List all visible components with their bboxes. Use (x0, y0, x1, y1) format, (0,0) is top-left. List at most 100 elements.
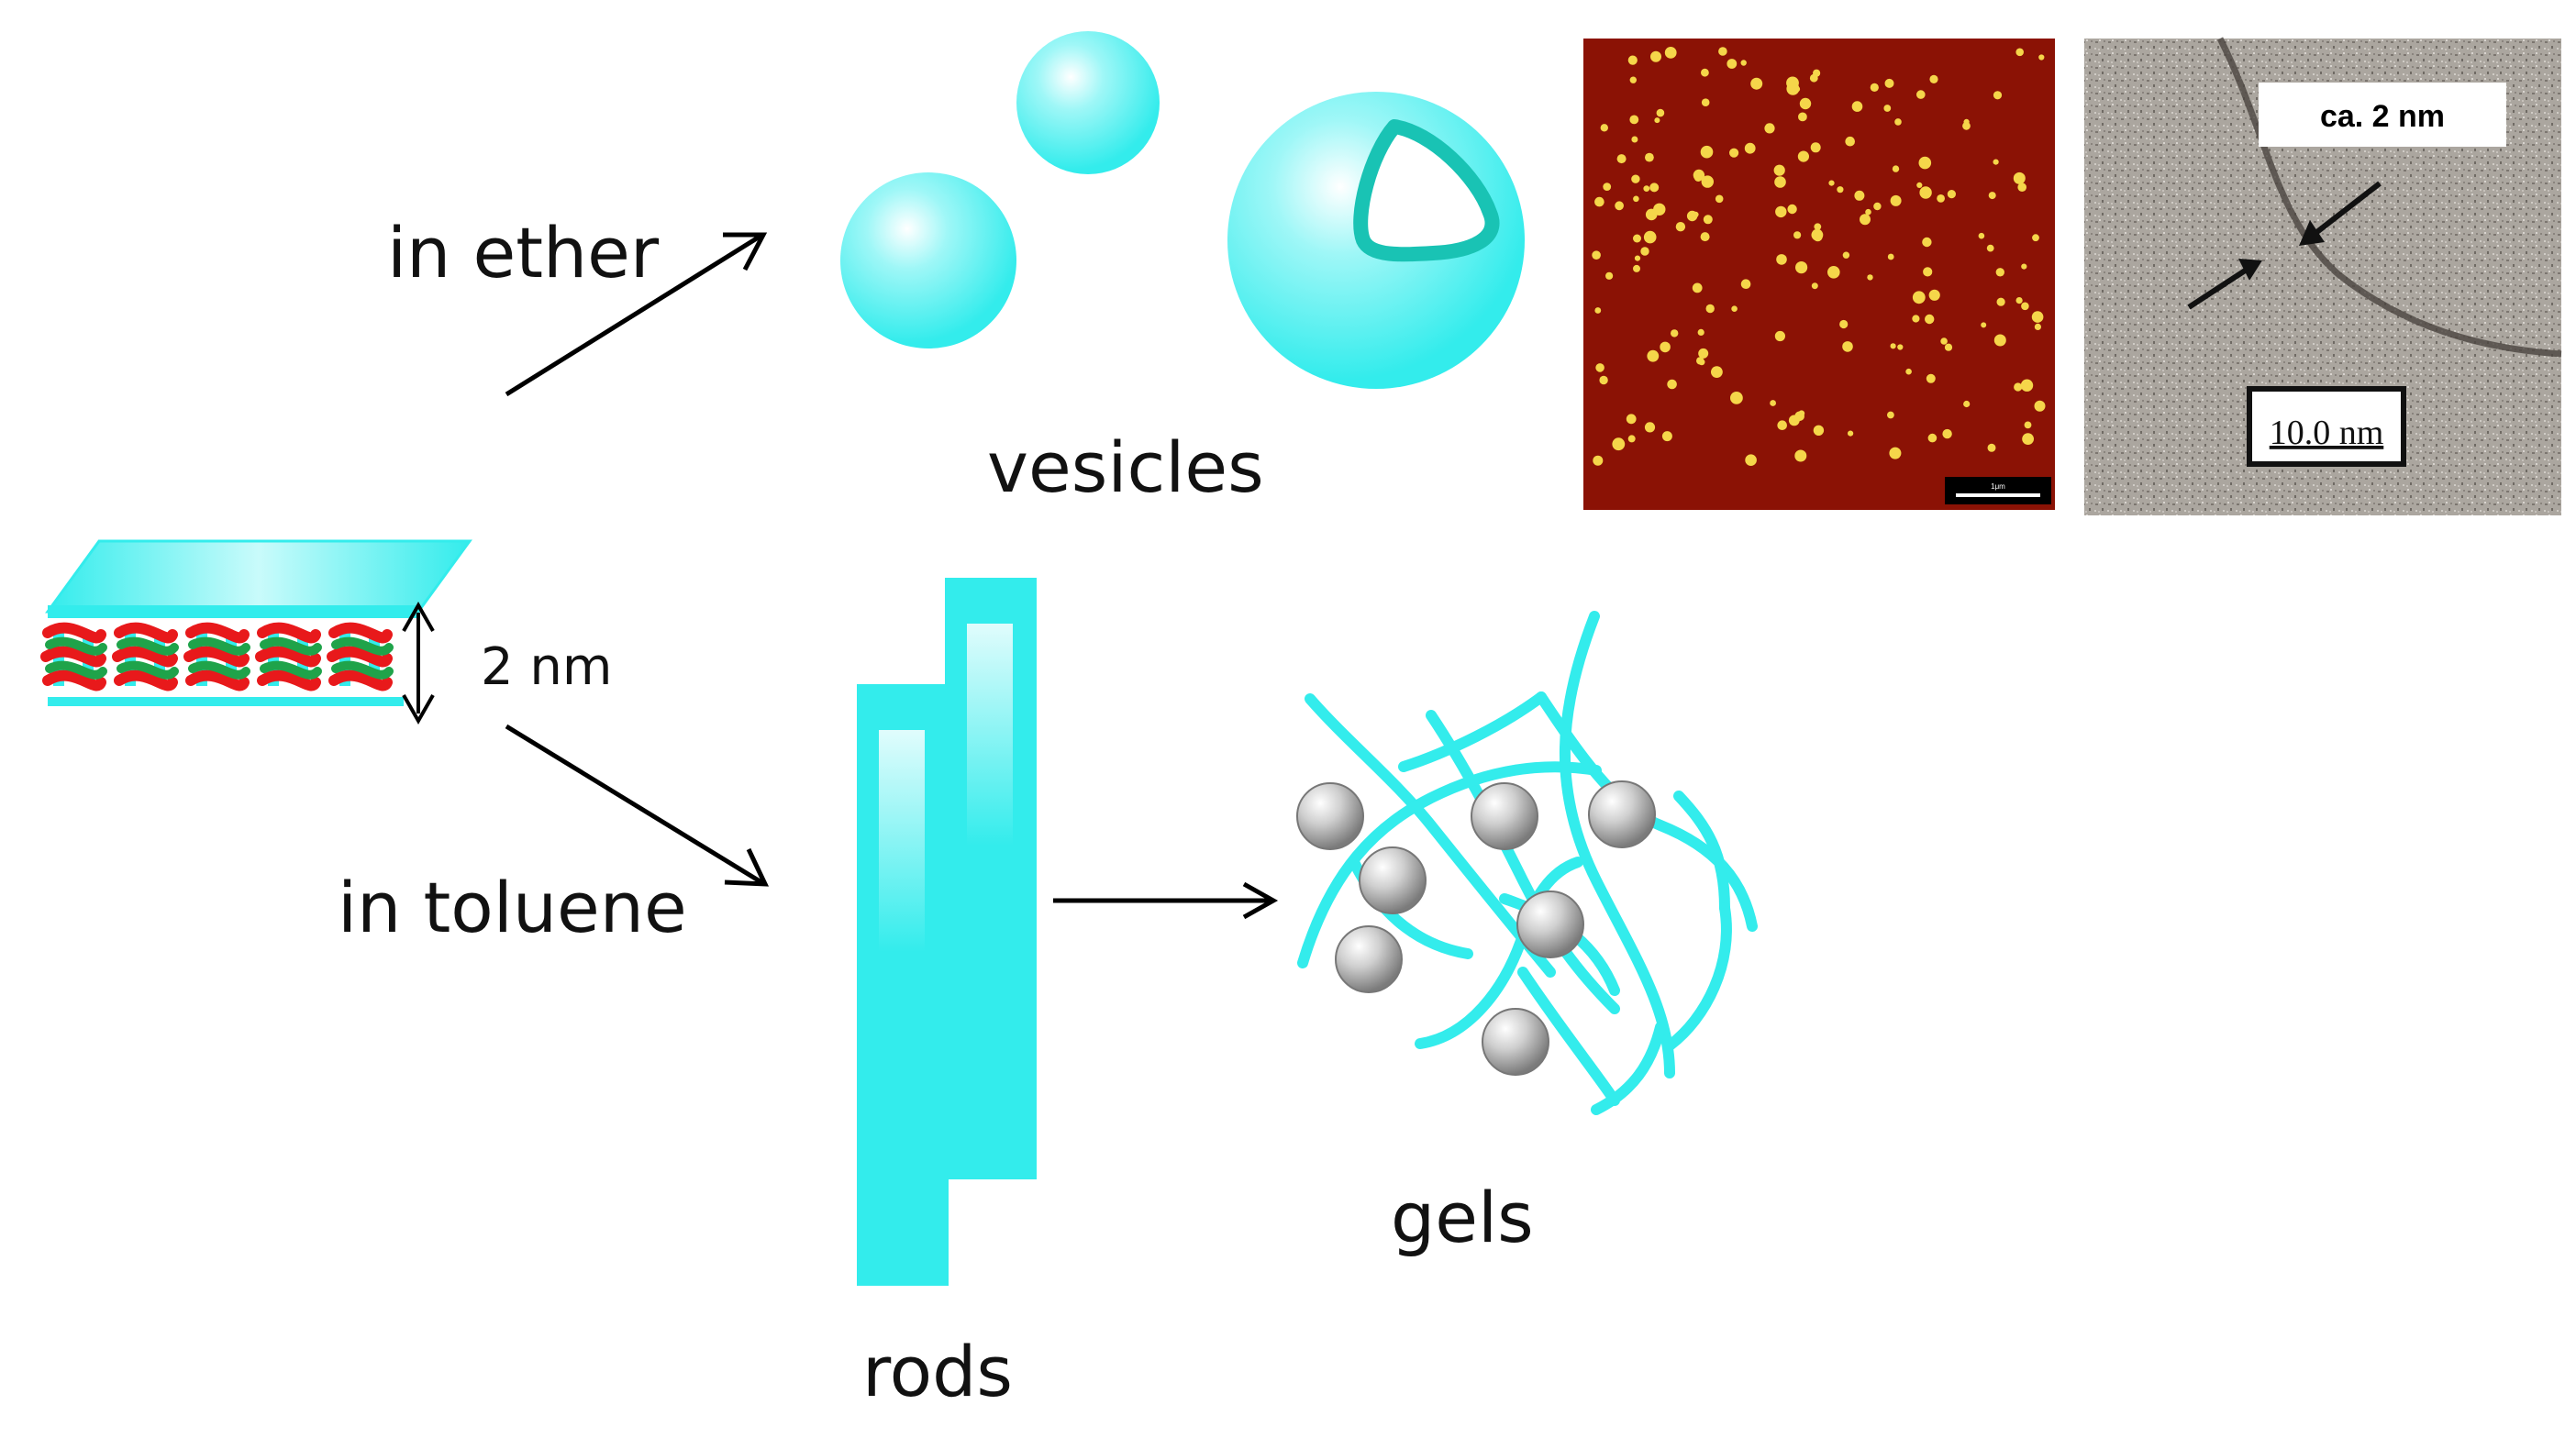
afm-particle (1926, 373, 1936, 383)
afm-particle (1916, 90, 1926, 99)
rod-front-highlight (879, 730, 925, 1134)
afm-particle (1839, 319, 1849, 329)
afm-particle (1594, 196, 1604, 207)
afm-particle (1696, 357, 1704, 365)
layered-sheet (40, 539, 472, 725)
afm-particle (1922, 237, 1932, 248)
helix-layer (40, 622, 394, 691)
afm-particle (1928, 289, 1940, 301)
vesicle-cutaway (1353, 119, 1500, 262)
afm-particle (1851, 101, 1863, 112)
afm-particle (1947, 190, 1956, 199)
afm-particle (1905, 368, 1912, 375)
afm-particle (1731, 305, 1738, 313)
label-in-toluene: in toluene (338, 867, 687, 948)
afm-particle (1705, 304, 1715, 314)
arrow-icon (1053, 881, 1279, 920)
afm-particle (1615, 201, 1624, 211)
afm-particle (1799, 97, 1812, 110)
afm-particle (1661, 431, 1672, 442)
afm-particle (2024, 421, 2032, 429)
afm-particle (1627, 55, 1638, 65)
afm-particle (1693, 173, 1703, 182)
afm-scale-text: 1μm (1991, 482, 2005, 491)
afm-particle (1654, 117, 1660, 124)
afm-particle (1671, 329, 1679, 337)
afm-particle (1774, 176, 1786, 188)
afm-particle (1787, 204, 1797, 215)
afm-particle (1647, 349, 1660, 362)
afm-particle (1776, 254, 1787, 265)
afm-particle (1912, 291, 1926, 304)
arrow-icon (2299, 181, 2382, 246)
afm-particle (1845, 136, 1855, 147)
label-thickness: 2 nm (481, 637, 613, 697)
afm-particle (2017, 183, 2026, 192)
afm-particle (1837, 186, 1844, 194)
afm-particle (1660, 341, 1671, 353)
afm-particle (1633, 195, 1639, 203)
afm-particle (1634, 255, 1641, 261)
afm-particle (1770, 400, 1776, 406)
afm-particle (1897, 344, 1904, 350)
afm-particle (1798, 410, 1805, 417)
afm-particle (1988, 192, 1996, 200)
afm-particle (1798, 112, 1807, 122)
afm-micrograph: 1μm (1583, 39, 2055, 510)
afm-particle (1794, 449, 1807, 462)
label-rods: rods (862, 1331, 1013, 1412)
afm-particle (1703, 215, 1713, 225)
afm-particle (1937, 194, 1946, 203)
afm-particle (1745, 454, 1757, 467)
afm-particle (1986, 244, 1994, 252)
afm-particle (1616, 154, 1627, 164)
afm-particle (1667, 379, 1677, 390)
afm-particle (1700, 232, 1710, 242)
afm-particle (1643, 185, 1650, 193)
afm-particle (2038, 54, 2045, 61)
afm-particle (1633, 264, 1640, 272)
helix-unit (112, 622, 179, 691)
helix-unit (40, 622, 107, 691)
helix-unit (183, 622, 250, 691)
vesicle-medium (840, 172, 1016, 348)
afm-particle (1701, 68, 1709, 77)
afm-particle (1718, 47, 1727, 56)
sheet-front-edge (48, 605, 418, 618)
helix-unit (327, 622, 394, 691)
afm-particle (1644, 422, 1656, 433)
afm-particle (1993, 159, 1999, 165)
afm-particle (1643, 230, 1657, 244)
afm-particle (1650, 50, 1661, 62)
afm-particle (1744, 142, 1756, 154)
label-gels: gels (1391, 1177, 1534, 1258)
afm-particle (2021, 302, 2029, 311)
afm-particle (1774, 330, 1785, 342)
afm-particle (1987, 443, 1996, 452)
afm-particle (1854, 190, 1865, 201)
afm-particle (1842, 251, 1850, 259)
afm-particle (1996, 297, 2005, 306)
afm-scale-bar (1945, 477, 2051, 504)
afm-particle (1698, 348, 1709, 359)
afm-particle (1793, 231, 1802, 239)
afm-particle (1918, 156, 1932, 170)
afm-particle (1940, 337, 1948, 345)
afm-particle (1730, 392, 1743, 404)
afm-particle (1828, 180, 1835, 186)
afm-particle (2032, 234, 2039, 242)
afm-particle (1887, 253, 1894, 260)
afm-particle (1764, 123, 1775, 134)
tem-scale-text: 10.0 nm (2270, 414, 2384, 452)
afm-particle (1887, 411, 1894, 419)
afm-particle (1995, 268, 2004, 277)
label-in-ether: in ether (387, 212, 660, 293)
afm-particle (1633, 234, 1641, 243)
helix-unit (255, 622, 322, 691)
afm-particle (1711, 366, 1723, 378)
afm-particle (1925, 314, 1935, 325)
afm-particle (1809, 73, 1818, 83)
afm-particle (1883, 105, 1892, 112)
afm-particle (1692, 282, 1703, 293)
